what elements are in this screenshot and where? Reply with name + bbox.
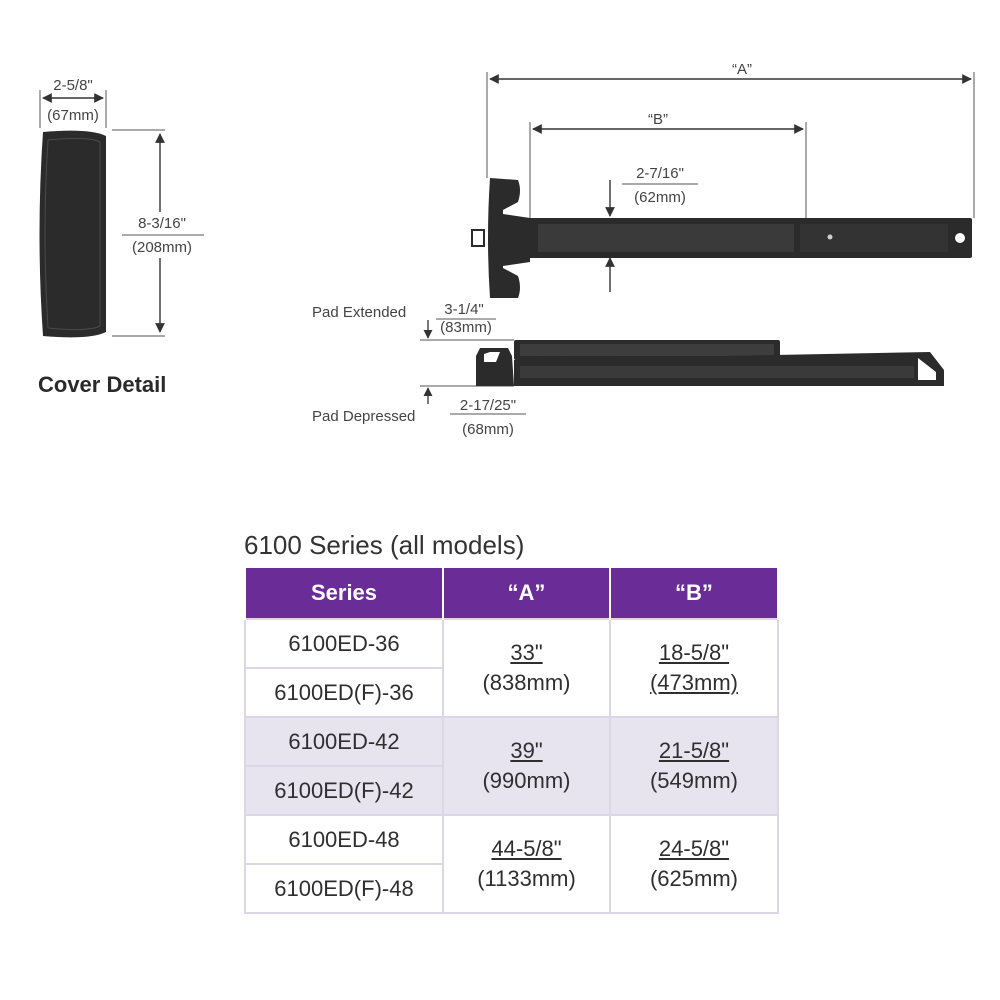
cover-detail-heading: Cover Detail <box>38 372 167 397</box>
cover-height-in: 8-3/16" <box>138 215 186 232</box>
push-pad <box>538 224 794 252</box>
cover-detail: 2-5/8" (67mm) 8-3/16" (208mm) <box>39 77 206 338</box>
a-inches: 33" <box>510 640 543 665</box>
pad-depressed-mm: (68mm) <box>462 421 514 438</box>
a-inches: 44-5/8" <box>491 836 562 861</box>
dimension-b-cell: 21-5/8" (549mm) <box>609 716 779 816</box>
side-view: “A” “B” 2-7/16" (62mm) <box>471 61 975 298</box>
pad-extended-label: Pad Extended <box>312 304 406 321</box>
end-cap-housing <box>488 178 520 298</box>
dimension-a-cell: 39" (990mm) <box>442 716 611 816</box>
cover-width-in: 2-5/8" <box>53 77 93 94</box>
top-view: Pad Extended 3-1/4" (83mm) Pad Depressed… <box>312 301 944 438</box>
pad-depressed-label: Pad Depressed <box>312 408 415 425</box>
dimension-a-label: “A” <box>732 61 752 78</box>
b-mm: (549mm) <box>649 768 738 793</box>
dimension-a-cell: 33" (838mm) <box>442 618 611 718</box>
table-row: 6100ED(F)-48 <box>244 863 778 914</box>
dimension-b-label: “B” <box>648 111 668 128</box>
header-series: Series <box>244 568 444 619</box>
series-cell: 6100ED(F)-36 <box>244 667 444 718</box>
cover-height-mm: (208mm) <box>132 239 192 256</box>
cover-plate-edge <box>44 137 101 331</box>
dimension-a-cell: 44-5/8" (1133mm) <box>442 814 611 914</box>
bar-height-mm: (62mm) <box>634 189 686 206</box>
table-row: 6100ED-42 39" (990mm) 21-5/8" (549mm) <box>244 716 779 816</box>
bar-end-notch <box>918 358 936 380</box>
end-cap-slot <box>484 352 500 362</box>
table-header-row: Series “A” “B” <box>244 568 779 619</box>
series-cell: 6100ED(F)-48 <box>244 863 444 914</box>
bar-base-channel <box>520 366 914 378</box>
mounting-stud <box>471 229 485 247</box>
pad-inner <box>520 344 774 356</box>
b-mm: (625mm) <box>649 866 738 891</box>
series-cell: 6100ED-42 <box>244 716 444 767</box>
a-mm: (990mm) <box>482 768 571 793</box>
pad-extended-in: 3-1/4" <box>444 301 484 318</box>
series-cell: 6100ED-48 <box>244 814 444 865</box>
end-screw-hole <box>953 231 967 245</box>
header-a: “A” <box>442 568 611 619</box>
dimension-b-cell: 18-5/8" (473mm) <box>609 618 779 718</box>
table-row: 6100ED(F)-36 <box>244 667 778 718</box>
a-mm: (838mm) <box>482 670 571 695</box>
series-cell: 6100ED(F)-42 <box>244 765 444 816</box>
table-title: 6100 Series (all models) <box>244 530 525 560</box>
cover-plate <box>39 130 106 338</box>
pad-extended-mm: (83mm) <box>440 319 492 336</box>
table-row: 6100ED-48 44-5/8" (1133mm) 24-5/8" (625m… <box>244 814 779 914</box>
b-inches: 18-5/8" <box>658 640 730 665</box>
table-row: 6100ED-36 33" (838mm) 18-5/8" (473mm) <box>244 618 779 718</box>
dimension-b-cell: 24-5/8" (625mm) <box>609 814 779 914</box>
a-mm: (1133mm) <box>477 866 576 891</box>
series-cell: 6100ED-36 <box>244 618 444 669</box>
pad-depressed-in: 2-17/25" <box>460 397 516 414</box>
b-mm: (473mm) <box>649 670 738 695</box>
a-inches: 39" <box>510 738 543 763</box>
dimension-drawing: 2-5/8" (67mm) 8-3/16" (208mm) “A” “B” 2-… <box>39 61 975 438</box>
header-b: “B” <box>609 568 779 619</box>
screw-hole <box>827 234 833 240</box>
b-inches: 24-5/8" <box>658 836 730 861</box>
table-row: 6100ED(F)-42 <box>244 765 778 816</box>
cover-width-mm: (67mm) <box>47 107 99 124</box>
dimensions-table: Series “A” “B” 6100ED-36 33" (838mm) 18-… <box>244 568 779 914</box>
b-inches: 21-5/8" <box>658 738 730 763</box>
bar-height-in: 2-7/16" <box>636 165 684 182</box>
end-cap-neck <box>503 214 530 266</box>
mechanism-cover <box>800 224 948 252</box>
